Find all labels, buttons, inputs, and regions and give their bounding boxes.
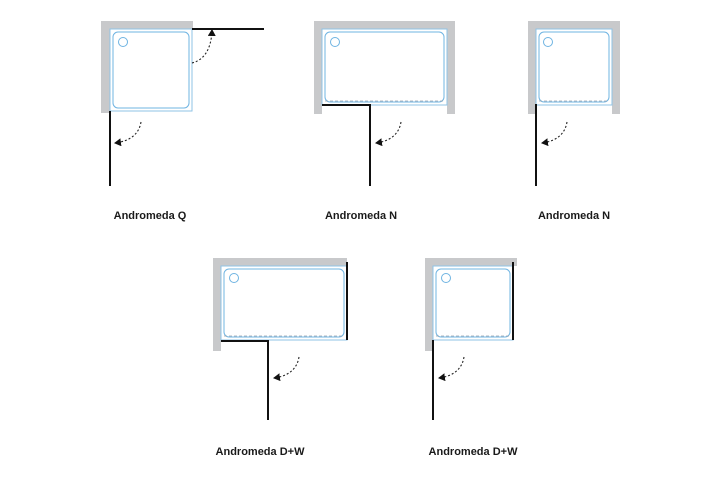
wall-right <box>612 21 620 114</box>
diagram-andromeda-dw-square <box>425 258 517 420</box>
tray-basin <box>223 268 345 338</box>
diagram-andromeda-q <box>101 21 264 186</box>
tray-basin <box>324 31 445 103</box>
wall-left <box>314 21 322 114</box>
wall-right <box>447 21 455 114</box>
wall-top <box>213 258 347 266</box>
wall-top <box>101 21 193 29</box>
wall-top <box>425 258 517 266</box>
drain <box>330 37 340 47</box>
swing-arrow <box>541 121 568 147</box>
drain <box>118 37 128 47</box>
swing-arrow <box>375 121 402 147</box>
wall-left <box>101 21 110 113</box>
swing-arrow <box>438 356 465 382</box>
swing-arrow <box>114 121 142 147</box>
diagram-label-andromeda-dw-wide: Andromeda D+W <box>215 446 305 458</box>
diagram-label-andromeda-dw-square: Andromeda D+W <box>428 446 518 458</box>
drain <box>229 273 239 283</box>
wall-left <box>213 258 221 351</box>
tray-basin <box>538 31 610 103</box>
diagram-label-andromeda-n-square: Andromeda N <box>537 210 611 222</box>
diagram-label-andromeda-q: Andromeda Q <box>113 210 187 222</box>
drain <box>543 37 553 47</box>
diagram-andromeda-n-wide <box>314 21 455 186</box>
wall-left <box>528 21 536 114</box>
drain <box>441 273 451 283</box>
diagram-andromeda-dw-wide <box>213 258 348 420</box>
wall-left <box>425 258 433 351</box>
swing-arrow <box>191 29 216 64</box>
tray-basin <box>112 31 190 109</box>
wall-top <box>528 21 620 29</box>
wall-top <box>314 21 455 29</box>
swing-arrow <box>273 356 300 382</box>
tray-basin <box>435 268 511 338</box>
diagram-label-andromeda-n-wide: Andromeda N <box>324 210 398 222</box>
diagram-andromeda-n-square <box>528 21 620 186</box>
